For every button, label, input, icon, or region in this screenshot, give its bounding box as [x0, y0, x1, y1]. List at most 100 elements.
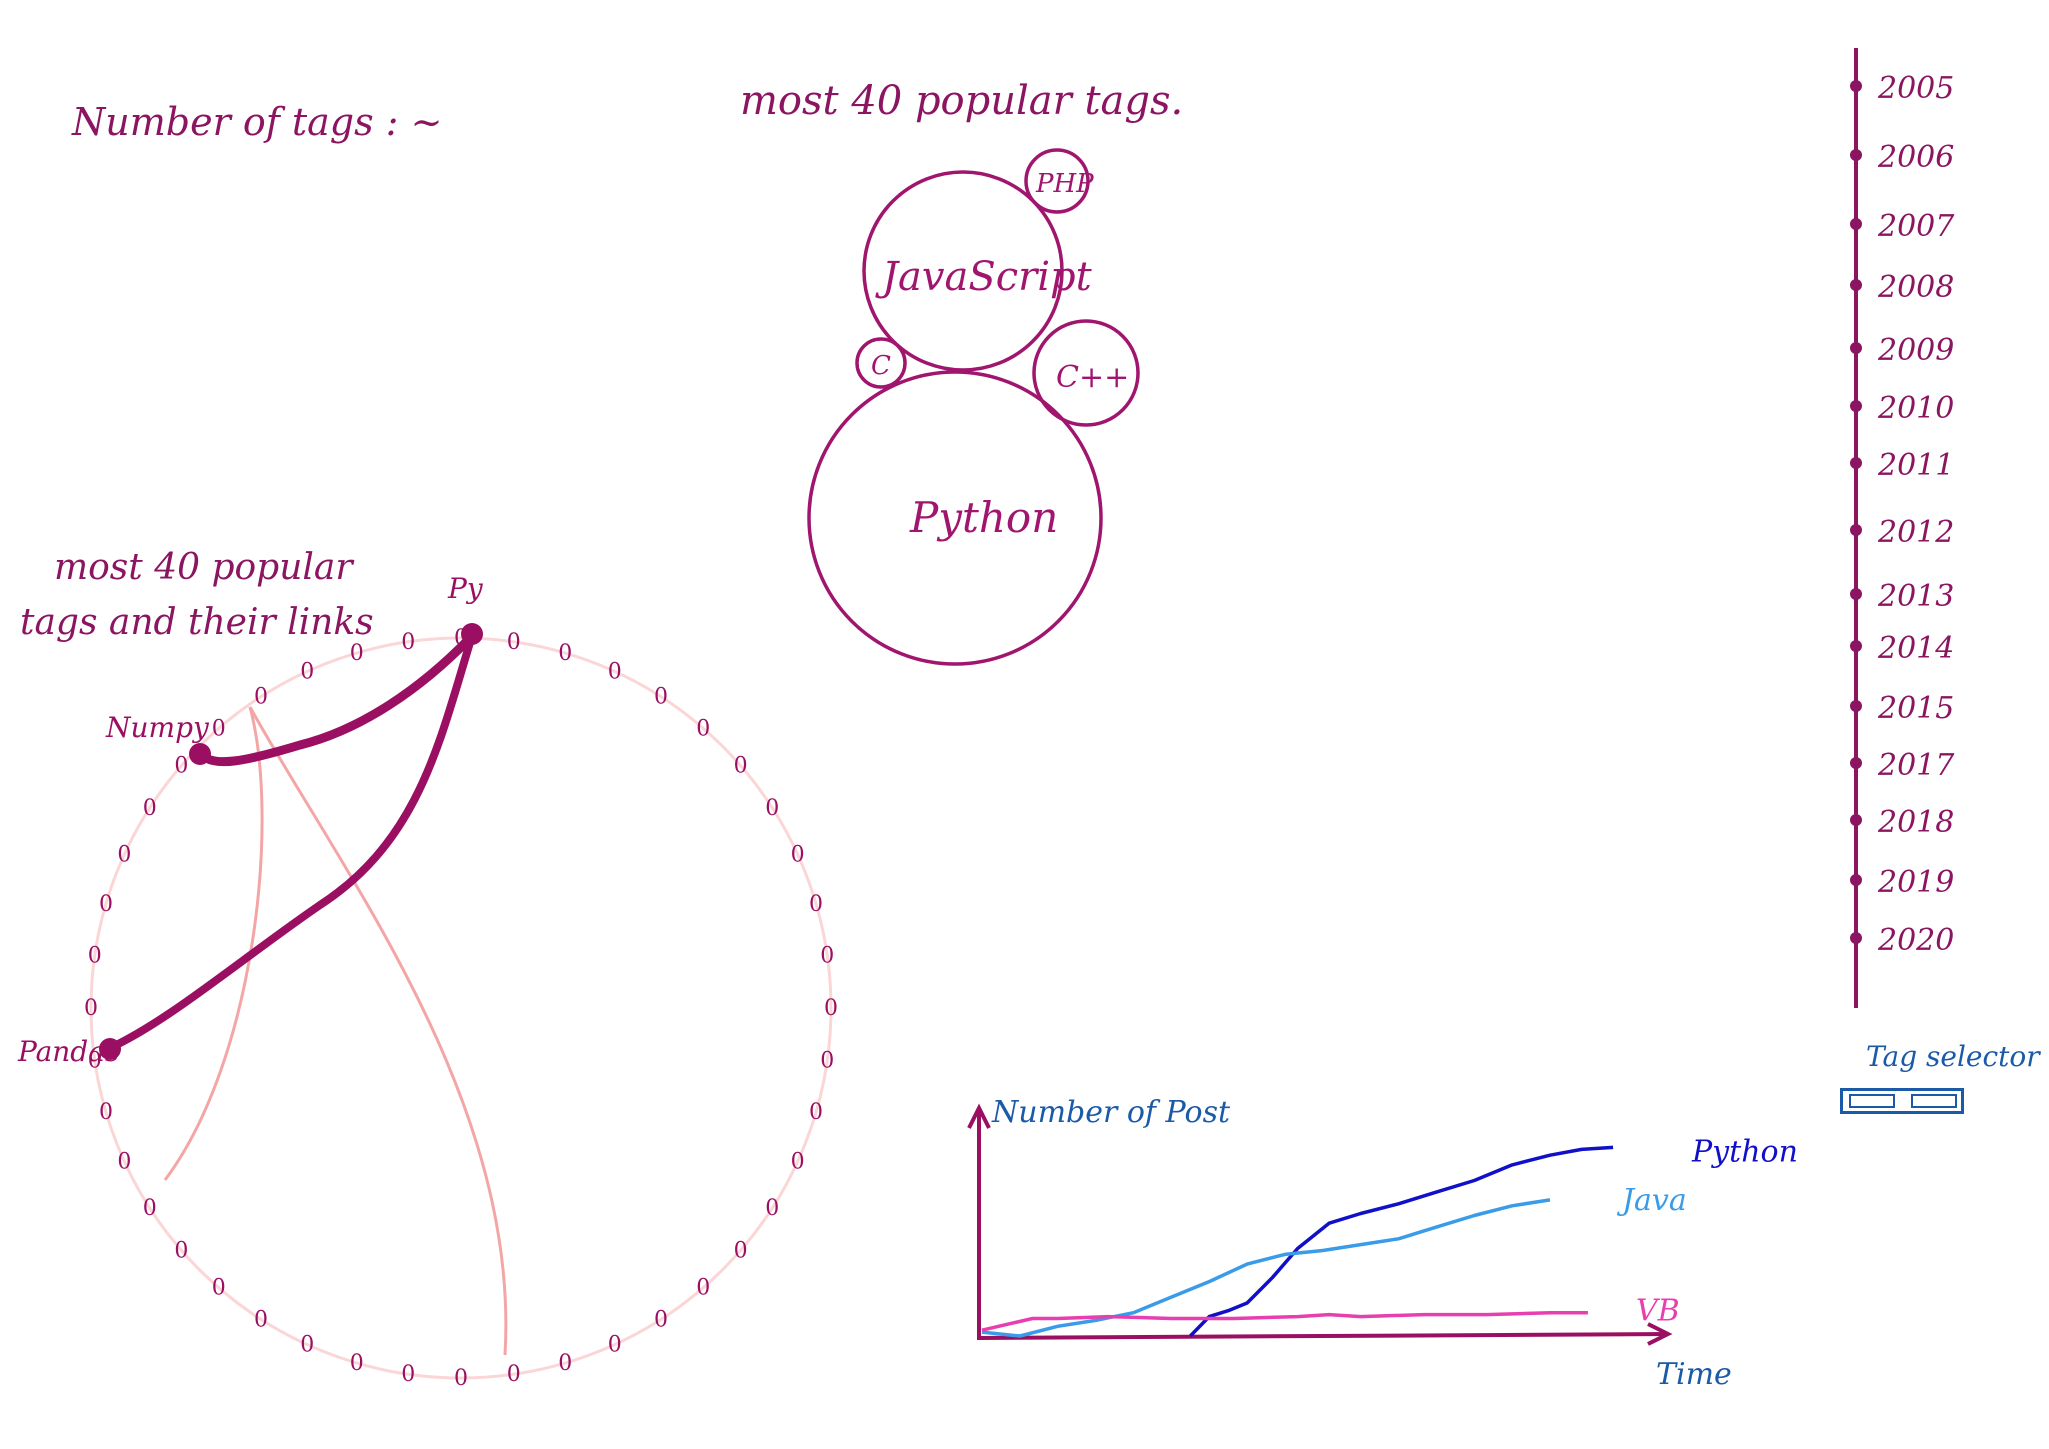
- tag-selector-handle-left[interactable]: [1849, 1094, 1895, 1108]
- chord-node[interactable]: 0: [143, 1196, 157, 1221]
- chord-node[interactable]: 0: [401, 1362, 415, 1387]
- timeline-year-label[interactable]: 2011: [1877, 448, 1954, 483]
- timeline-tick[interactable]: [1850, 588, 1862, 600]
- chord-node[interactable]: 0: [99, 1100, 113, 1125]
- timeline-year-label[interactable]: 2019: [1877, 865, 1954, 900]
- chord-node[interactable]: 0: [300, 1333, 314, 1358]
- chord-node[interactable]: 0: [734, 754, 748, 779]
- chord-node[interactable]: 0: [558, 1351, 572, 1376]
- bubble-chart: [807, 148, 1140, 666]
- chord-node[interactable]: 0: [654, 685, 668, 710]
- chord-node[interactable]: 0: [88, 943, 102, 968]
- chord-label-py: Py: [447, 572, 484, 605]
- timeline-tick[interactable]: [1850, 700, 1862, 712]
- timeline-tick[interactable]: [1850, 640, 1862, 652]
- chord-node[interactable]: 0: [820, 1049, 834, 1074]
- timeline-year-label[interactable]: 2020: [1877, 923, 1954, 958]
- chord-node[interactable]: 0: [254, 685, 268, 710]
- chord-node[interactable]: 0: [300, 659, 314, 684]
- chord-node[interactable]: 0: [558, 641, 572, 666]
- timeline-tick[interactable]: [1850, 524, 1862, 536]
- timeline-tick[interactable]: [1850, 218, 1862, 230]
- chord-node[interactable]: 0: [507, 1362, 521, 1387]
- chord-node-numpy[interactable]: [189, 743, 211, 765]
- chord-node[interactable]: 0: [117, 842, 131, 867]
- tag-selector-handle-right[interactable]: [1911, 1094, 1957, 1108]
- chord-node[interactable]: 0: [401, 630, 415, 655]
- timeline-tick[interactable]: [1850, 279, 1862, 291]
- chord-node[interactable]: 0: [696, 1276, 710, 1301]
- chord-link-py-pandas[interactable]: [106, 632, 476, 1052]
- tag-selector-slider[interactable]: [1840, 1088, 1964, 1114]
- chord-node[interactable]: 0: [84, 996, 98, 1021]
- timeline-year-label[interactable]: 2013: [1877, 579, 1954, 614]
- timeline-year-label[interactable]: 2017: [1877, 748, 1955, 783]
- timeline-tick[interactable]: [1850, 400, 1862, 412]
- number-of-tags-value: ~: [410, 100, 443, 144]
- chord-node[interactable]: 0: [254, 1307, 268, 1332]
- chord-link-py-numpy[interactable]: [195, 631, 477, 767]
- bubble-cpp[interactable]: [1032, 319, 1140, 427]
- chord-node[interactable]: 0: [654, 1307, 668, 1332]
- chord-node[interactable]: 0: [350, 1351, 364, 1376]
- chord-node[interactable]: 0: [143, 796, 157, 821]
- series-line-java[interactable]: [981, 1198, 1551, 1338]
- timeline-tick[interactable]: [1850, 814, 1862, 826]
- chord-node[interactable]: 0: [88, 1049, 102, 1074]
- timeline-year-label[interactable]: 2014: [1877, 631, 1954, 666]
- chord-link-minor[interactable]: [248, 706, 508, 1356]
- chord-node[interactable]: 0: [174, 1238, 188, 1263]
- chord-node[interactable]: 0: [791, 1150, 805, 1175]
- timeline-year-label[interactable]: 2012: [1877, 515, 1954, 550]
- chord-node[interactable]: 0: [791, 842, 805, 867]
- chord-node[interactable]: 0: [820, 943, 834, 968]
- chord-node[interactable]: 0: [212, 716, 226, 741]
- chord-node-py[interactable]: [461, 623, 483, 645]
- timeline-year-label[interactable]: 2008: [1877, 270, 1954, 305]
- bubble-python[interactable]: [807, 370, 1103, 666]
- bubble-php[interactable]: [1024, 148, 1090, 214]
- timeline-tick[interactable]: [1850, 149, 1862, 161]
- y-axis-arrow-icon: [967, 1103, 991, 1129]
- series-line-vb[interactable]: [981, 1310, 1588, 1332]
- chord-node[interactable]: 0: [174, 754, 188, 779]
- timeline-tick[interactable]: [1850, 932, 1862, 944]
- timeline-tick[interactable]: [1850, 457, 1862, 469]
- chord-node[interactable]: 0: [608, 1333, 622, 1358]
- chord-node[interactable]: 0: [350, 641, 364, 666]
- timeline-year-label[interactable]: 2005: [1877, 71, 1954, 106]
- chord-node[interactable]: 0: [608, 659, 622, 684]
- chord-node[interactable]: 0: [809, 892, 823, 917]
- chord-node[interactable]: 0: [824, 996, 838, 1021]
- timeline-year-label[interactable]: 2018: [1877, 805, 1954, 840]
- chord-node[interactable]: 0: [117, 1150, 131, 1175]
- chord-node[interactable]: 0: [765, 1196, 779, 1221]
- chord-node[interactable]: 0: [99, 892, 113, 917]
- timeline-tick[interactable]: [1850, 874, 1862, 886]
- chord-node[interactable]: 0: [734, 1238, 748, 1263]
- chord-title-line1: most 40 popular: [54, 547, 353, 588]
- chord-node[interactable]: 0: [809, 1100, 823, 1125]
- timeline-tick[interactable]: [1850, 342, 1862, 354]
- series-line-python[interactable]: [1189, 1145, 1614, 1338]
- timeline-year-label[interactable]: 2007: [1877, 209, 1955, 244]
- chord-node-pandas[interactable]: [99, 1038, 121, 1060]
- bubble-javascript[interactable]: [862, 170, 1064, 372]
- timeline-year-label[interactable]: 2006: [1877, 140, 1954, 175]
- series-label-java: Java: [1616, 1183, 1687, 1218]
- bubble-c[interactable]: [855, 337, 907, 389]
- timeline-year-label[interactable]: 2009: [1877, 333, 1954, 368]
- timeline-year-label[interactable]: 2015: [1877, 691, 1954, 726]
- timeline-year-label[interactable]: 2010: [1877, 391, 1954, 426]
- number-of-tags-heading: Number of tags : ~: [72, 100, 442, 144]
- timeline-tick[interactable]: [1850, 80, 1862, 92]
- chord-node[interactable]: 0: [765, 796, 779, 821]
- chord-node[interactable]: 0: [696, 716, 710, 741]
- chord-label-numpy: Numpy: [105, 711, 210, 744]
- number-of-tags-label: Number of tags :: [72, 100, 399, 144]
- chord-node[interactable]: 0: [212, 1276, 226, 1301]
- chord-node[interactable]: 0: [507, 630, 521, 655]
- chord-node[interactable]: 0: [454, 1366, 468, 1391]
- timeline-tick[interactable]: [1850, 757, 1862, 769]
